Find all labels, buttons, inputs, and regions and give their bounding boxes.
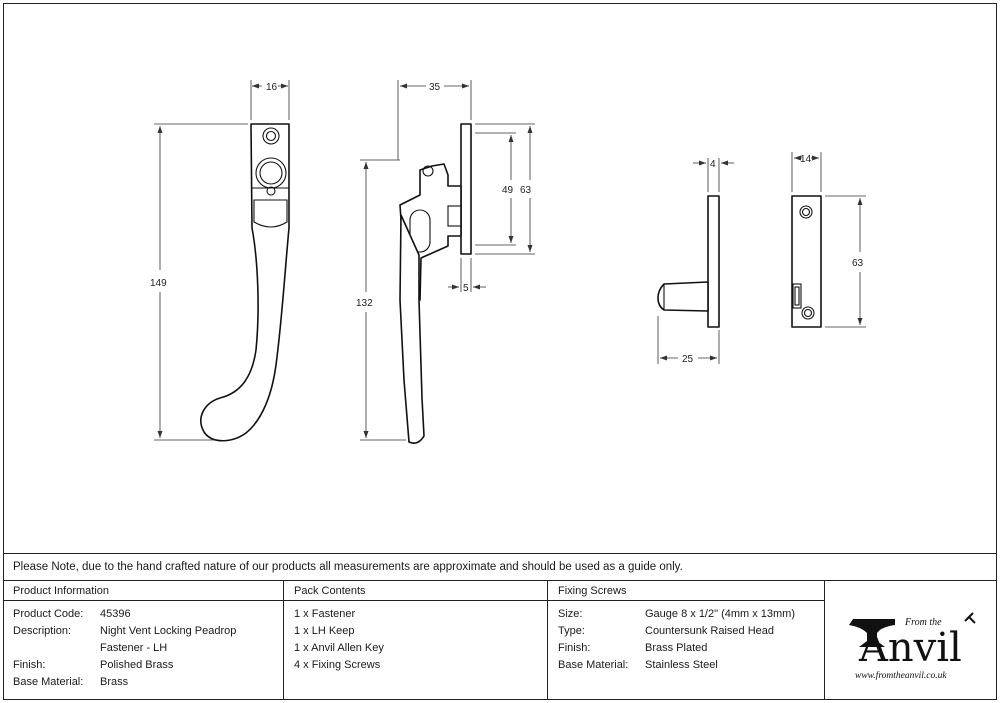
dim-keep-height: 63	[852, 258, 864, 269]
front-view-dimensions: 16 149	[150, 80, 290, 441]
finish-row: Finish: Polished Brass	[13, 659, 174, 671]
screw-finish-row: Finish: Brass Plated	[558, 642, 708, 654]
dim-plate-thickness: 5	[463, 283, 469, 294]
dim-plate-inner: 49	[502, 185, 514, 196]
description-row-continued: Fastener - LH	[100, 642, 168, 654]
fixing-screws-panel: Fixing Screws Size: Gauge 8 x 1/2" (4mm …	[548, 581, 825, 700]
pack-contents-heading: Pack Contents	[284, 581, 547, 601]
anvil-icon	[849, 619, 895, 647]
keep-front-view	[791, 195, 822, 328]
base-material-row: Base Material: Brass	[13, 676, 129, 688]
dim-handle-height: 149	[150, 278, 167, 289]
technical-drawing: 16 149 35 132 49	[150, 80, 866, 444]
measurement-note: Please Note, due to the hand crafted nat…	[3, 553, 997, 581]
dim-side-height: 132	[356, 298, 373, 309]
dim-side-depth: 35	[429, 82, 441, 93]
fixing-screws-heading: Fixing Screws	[548, 581, 824, 601]
dim-keep-width: 14	[800, 154, 812, 165]
front-view-handle	[200, 123, 290, 442]
dim-handle-width: 16	[266, 82, 278, 93]
logo-name: Anvil	[858, 625, 962, 671]
anvil-logo: From the Anvil www.fromtheanvil.co.uk	[849, 612, 976, 681]
description-row: Description: Night Vent Locking Peadrop	[13, 625, 237, 637]
pack-item: 4 x Fixing Screws	[294, 659, 381, 671]
side-view-dimensions: 35 132 49 63 5	[356, 80, 535, 441]
dim-keep-thickness: 4	[710, 159, 716, 170]
logo-prefix: From the	[904, 617, 942, 628]
screw-type-row: Type: Countersunk Raised Head	[558, 625, 775, 637]
product-information-heading: Product Information	[3, 581, 283, 601]
logo-panel: From the Anvil www.fromtheanvil.co.uk	[825, 581, 997, 700]
drawing-sheet-border	[3, 3, 997, 700]
hammer-icon	[964, 612, 976, 624]
product-information-panel: Product Information Product Code: 45396 …	[3, 581, 284, 700]
dim-keep-depth: 25	[682, 354, 694, 365]
pack-contents-panel: Pack Contents 1 x Fastener 1 x LH Keep 1…	[284, 581, 548, 700]
keep-front-dimensions: 14 63	[791, 152, 866, 328]
info-table: Product Information Product Code: 45396 …	[3, 581, 997, 700]
pack-item: 1 x LH Keep	[294, 625, 355, 637]
drawing-svg: 16 149 35 132 49	[150, 80, 866, 444]
keep-side-view	[657, 195, 720, 328]
screw-size-row: Size: Gauge 8 x 1/2" (4mm x 13mm)	[558, 608, 796, 620]
pack-item: 1 x Anvil Allen Key	[294, 642, 384, 654]
keep-side-dimensions: 4 25	[657, 158, 734, 365]
screw-base-material-row: Base Material: Stainless Steel	[558, 659, 718, 671]
logo-url: www.fromtheanvil.co.uk	[855, 670, 947, 681]
product-code-row: Product Code: 45396	[13, 608, 131, 620]
side-view-fastener	[399, 123, 472, 444]
pack-item: 1 x Fastener	[294, 608, 356, 620]
dim-plate-outer: 63	[520, 185, 532, 196]
